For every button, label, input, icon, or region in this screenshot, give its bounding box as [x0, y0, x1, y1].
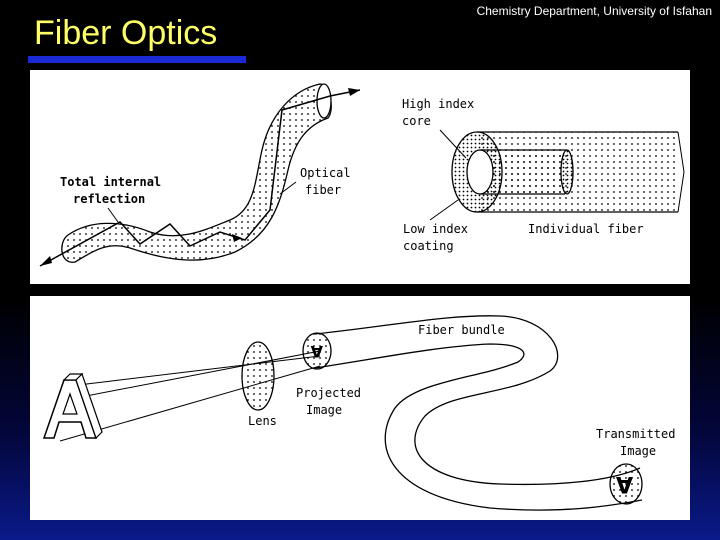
coating-label-line1: Low index	[403, 222, 468, 236]
fiber-bundle-diagram: A Fiber bundle Lens Projected Image Tran…	[42, 315, 675, 511]
optical-fiber-figure: Total internal reflection Optical fiber …	[30, 70, 690, 284]
projected-label-line1: Projected	[296, 386, 361, 400]
tir-label-line1: Total internal	[60, 175, 161, 189]
tir-label-line2: reflection	[73, 192, 145, 206]
individual-fiber	[451, 131, 685, 213]
fiber-bundle-figure: A Fiber bundle Lens Projected Image Tran…	[30, 296, 690, 520]
transmitted-label-line2: Image	[620, 444, 656, 458]
curvy-fiber	[39, 83, 361, 267]
optical-fiber-label-line2: fiber	[305, 183, 341, 197]
lens-label: Lens	[248, 414, 277, 428]
core-label-line1: High index	[402, 97, 474, 111]
transmitted-label-line1: Transmitted	[596, 427, 675, 441]
core-label-line2: core	[402, 114, 431, 128]
fiber-bundle-label: Fiber bundle	[418, 323, 505, 337]
slide-title: Fiber Optics	[34, 14, 218, 52]
projected-label-line2: Image	[306, 403, 342, 417]
fiber-bundle: A	[302, 315, 643, 511]
coating-label-line2: coating	[403, 239, 454, 253]
transmitted-letter: A	[616, 471, 633, 496]
title-underline	[28, 56, 246, 63]
object-letter-a	[42, 372, 103, 440]
optical-fiber-label-line1: Optical	[300, 166, 351, 180]
projected-letter: A	[310, 342, 323, 361]
individual-fiber-label: Individual fiber	[528, 222, 644, 236]
optical-fiber-diagram: Total internal reflection Optical fiber …	[39, 83, 685, 267]
lens	[241, 341, 275, 411]
credit-text: Chemistry Department, University of Isfa…	[476, 4, 712, 18]
